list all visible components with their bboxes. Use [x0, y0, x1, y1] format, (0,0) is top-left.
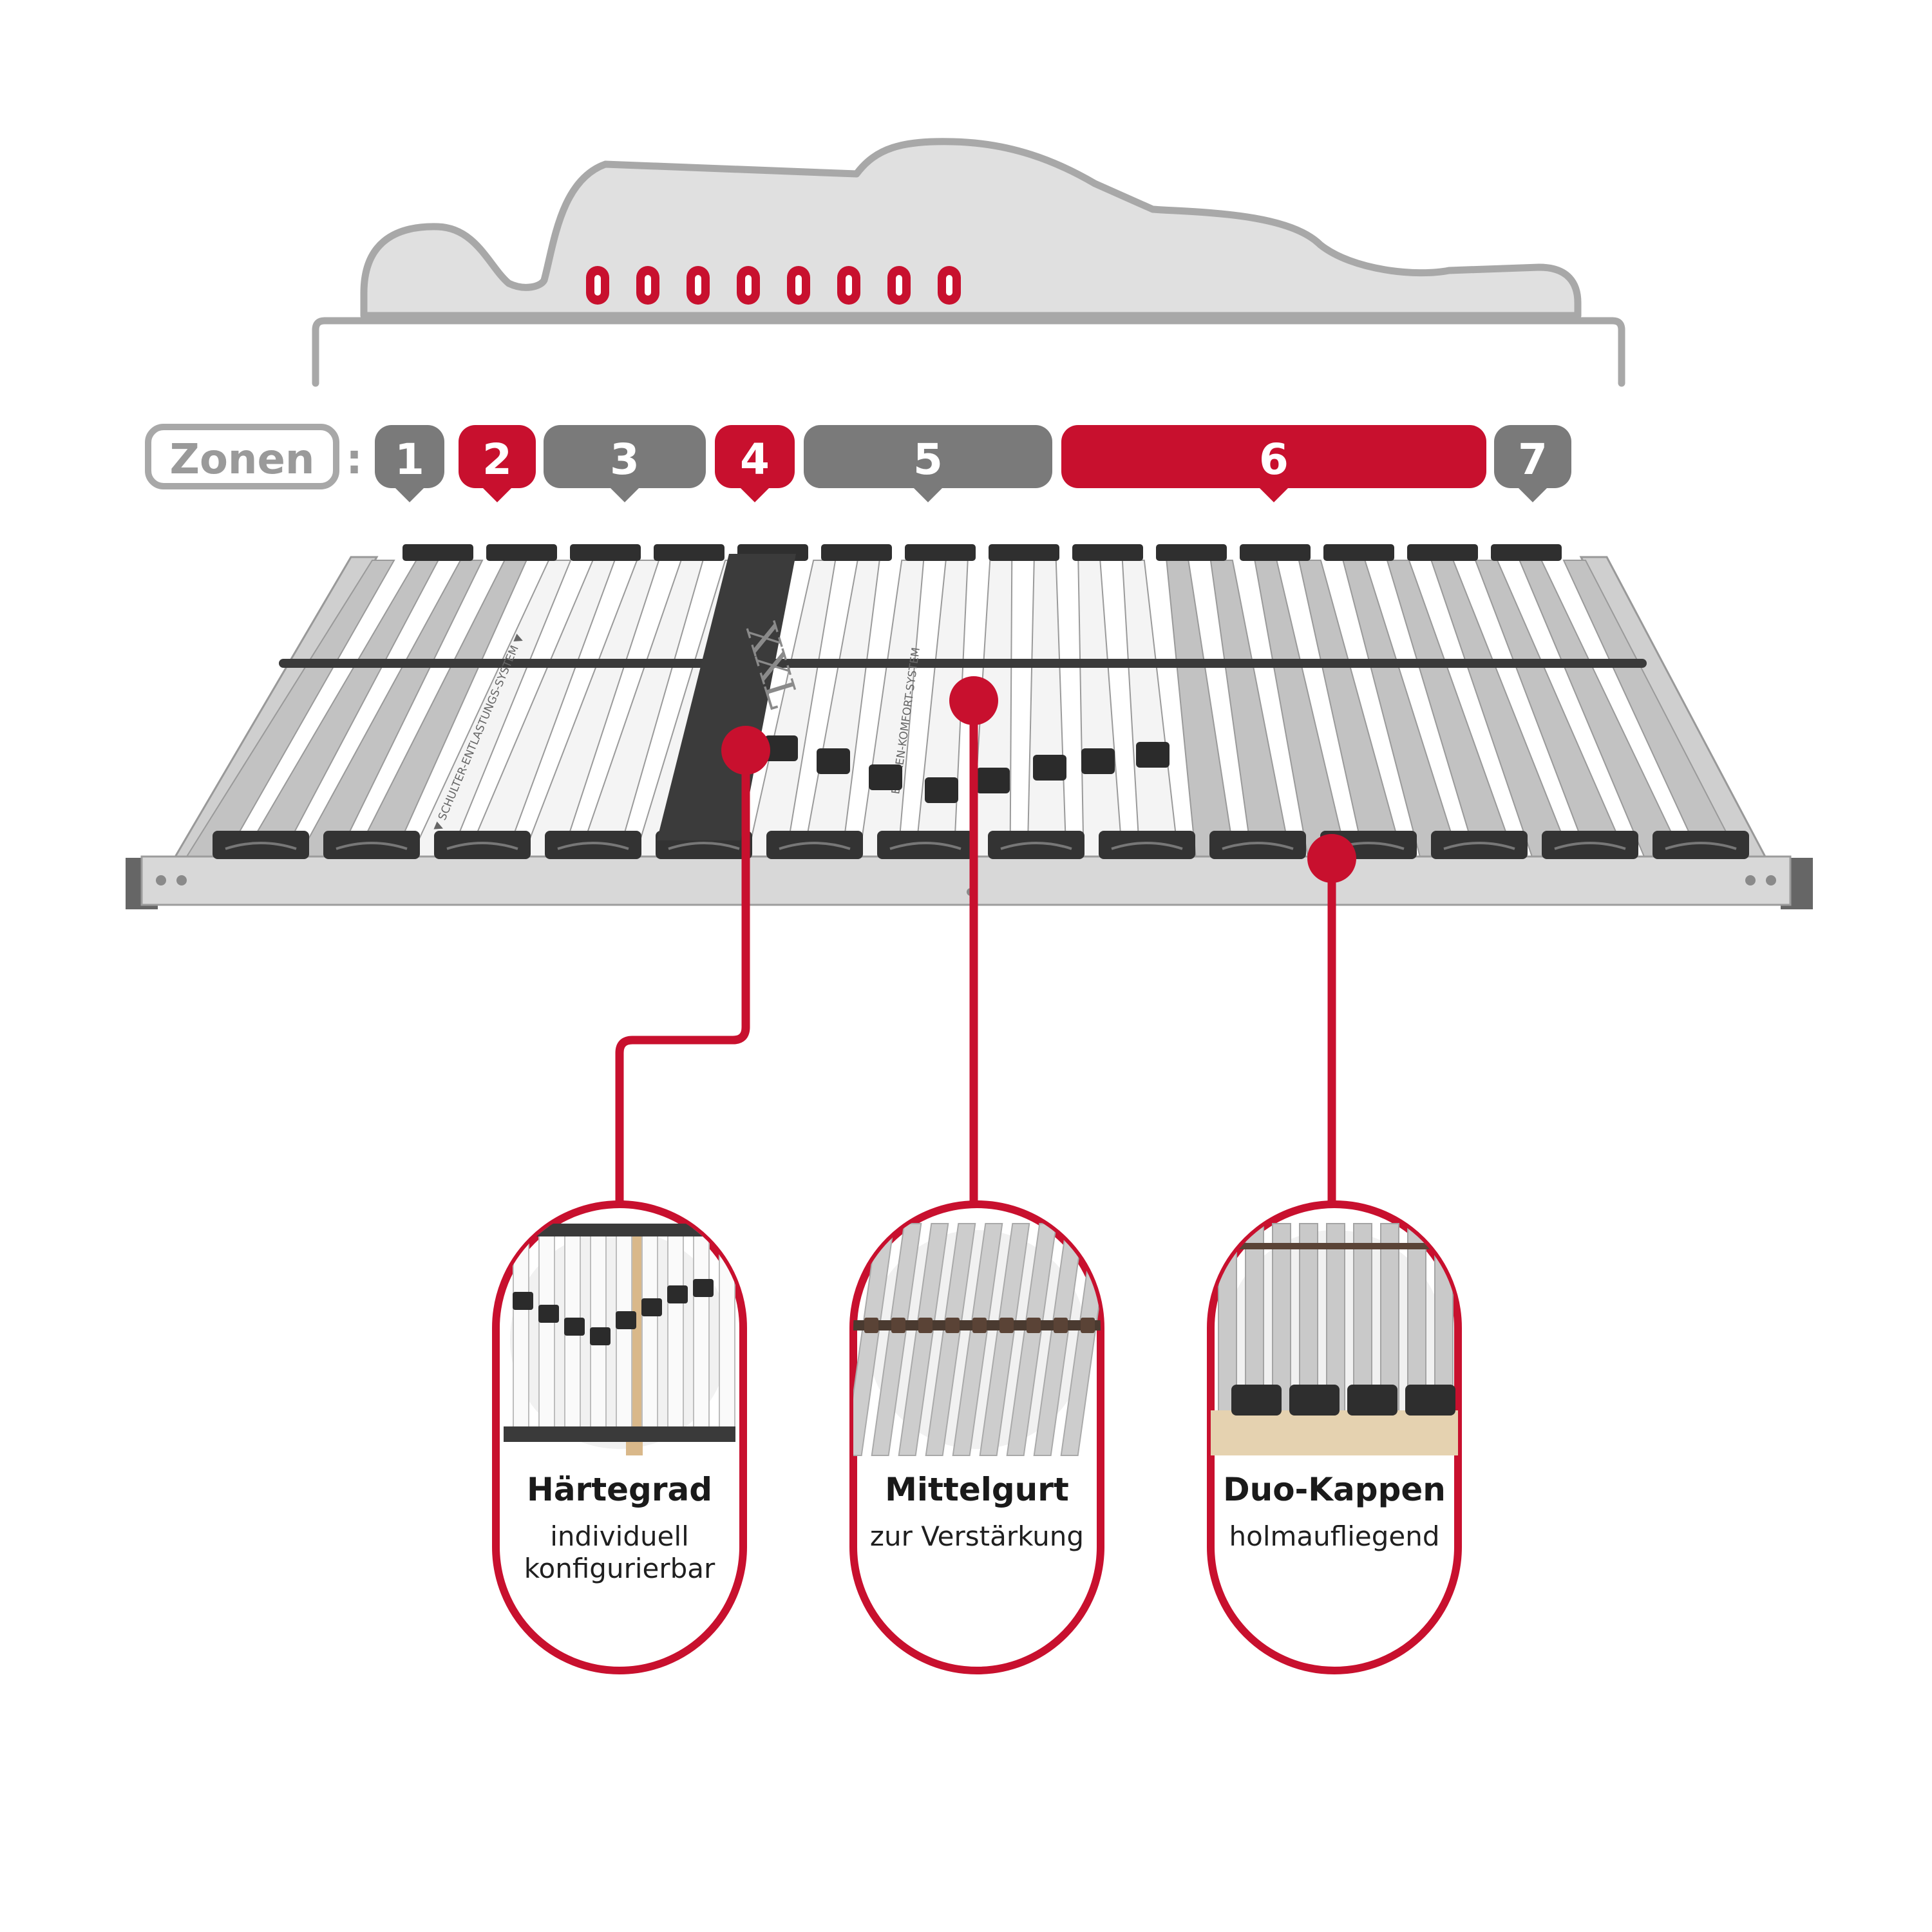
feature-duo-kappen: Duo-Kappen holmaufliegend	[1207, 1200, 1462, 1674]
center-belt-icon	[853, 1223, 1101, 1456]
zone-number: 2	[482, 435, 512, 484]
pressure-marker	[687, 266, 710, 305]
feature-subtitle: zur Verstärkung	[870, 1520, 1084, 1552]
zone-tab-7: 7	[1494, 425, 1571, 502]
slat	[1121, 560, 1179, 857]
pressure-marker	[737, 266, 760, 305]
callout-dots	[721, 676, 1356, 883]
duo-cap	[1653, 831, 1749, 859]
duo-cap	[1209, 831, 1306, 859]
zone-tab-5: 5	[804, 425, 1052, 502]
hardness-slider	[925, 777, 958, 803]
duo-cap	[877, 831, 974, 859]
duo-caps-icon	[1211, 1223, 1458, 1455]
slatted-frame: XXL ▼ SCHULTER-ENTLASTUNGS-SYSTEM ▼ BECK…	[126, 544, 1813, 909]
hardness-slider	[869, 764, 902, 790]
back-cap	[1491, 544, 1562, 561]
feature-subtitle: individuell	[550, 1520, 689, 1552]
back-cap	[821, 544, 892, 561]
feature-subtitle: konfigurierbar	[524, 1553, 715, 1584]
zones-legend: Zonen : 1 2 3 4 5 6 7	[145, 424, 1571, 502]
back-cap	[570, 544, 641, 561]
pressure-marker	[837, 266, 860, 305]
back-cap	[402, 544, 473, 561]
back-cap	[654, 544, 724, 561]
zone-number: 1	[395, 435, 424, 484]
feature-mittelgurt: Mittelgurt zur Verstärkung	[849, 1200, 1104, 1674]
duo-cap	[1099, 831, 1195, 859]
body-silhouette	[312, 138, 1625, 387]
slat	[1077, 560, 1123, 857]
duo-cap	[545, 831, 641, 859]
zones-separator: :	[346, 436, 363, 484]
zone-tab-6: 6	[1061, 425, 1486, 502]
zones-label-box	[145, 424, 339, 489]
feature-title: Duo-Kappen	[1223, 1471, 1446, 1508]
center-badge	[657, 554, 796, 840]
hardness-slider	[1033, 755, 1066, 781]
zones-label: Zonen	[170, 436, 315, 484]
duo-cap	[766, 831, 863, 859]
feature-title: Härtegrad	[527, 1471, 712, 1508]
back-cap	[1323, 544, 1394, 561]
duo-cap	[1542, 831, 1638, 859]
hardness-slider	[764, 735, 798, 761]
back-cap	[989, 544, 1059, 561]
zone-number: 7	[1518, 435, 1548, 484]
pressure-markers	[586, 266, 961, 305]
duo-cap	[213, 831, 309, 859]
feature-subtitle: holmaufliegend	[1229, 1520, 1440, 1552]
back-cap	[1407, 544, 1478, 561]
slat	[1027, 560, 1067, 857]
back-cap	[1240, 544, 1311, 561]
back-cap	[905, 544, 976, 561]
zone-number: 3	[610, 435, 639, 484]
zone-tab-3: 3	[544, 425, 706, 502]
pressure-marker	[586, 266, 609, 305]
callout-connectors	[615, 701, 1336, 1206]
zone-tab-1: 1	[375, 425, 444, 502]
back-cap	[486, 544, 557, 561]
back-cap	[1072, 544, 1143, 561]
hardness-slider	[817, 748, 850, 774]
zone-tab-2: 2	[459, 425, 536, 502]
zone-tab-4: 4	[715, 425, 795, 502]
hardness-slider-icon	[504, 1224, 735, 1455]
pressure-marker	[938, 266, 961, 305]
frame-front-bar	[140, 855, 1792, 906]
back-cap	[1156, 544, 1227, 561]
pressure-marker	[887, 266, 911, 305]
hardness-slider	[976, 768, 1010, 793]
duo-cap	[434, 831, 531, 859]
zone-number: 5	[913, 435, 943, 484]
hardness-slider	[1136, 742, 1170, 768]
zone-number: 4	[740, 435, 770, 484]
duo-cap	[988, 831, 1084, 859]
duo-cap	[323, 831, 420, 859]
hardness-slider	[1081, 748, 1115, 774]
pressure-marker	[787, 266, 810, 305]
feature-title: Mittelgurt	[885, 1471, 1069, 1508]
pressure-marker	[636, 266, 659, 305]
duo-cap	[1431, 831, 1528, 859]
zone-number: 6	[1259, 435, 1289, 484]
